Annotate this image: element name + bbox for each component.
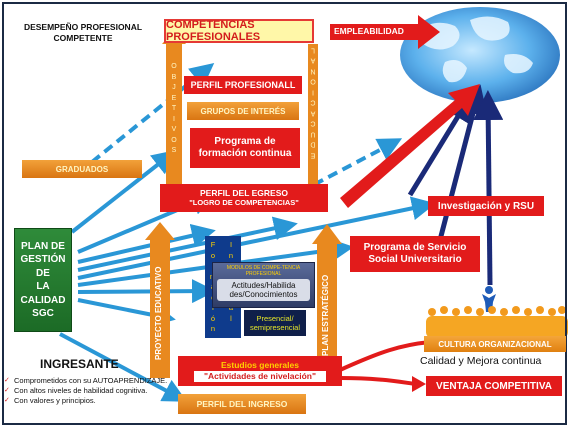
- modulos-competencia-box: MODULOS DE COMPE-TENCIA PROFESIONAL Acti…: [212, 262, 315, 308]
- formacion-letter: ó: [210, 313, 216, 323]
- calidad-mejora-label: Calidad y Mejora continua: [420, 355, 542, 367]
- estudios-generales-box: Estudios generales "Actividades de nivel…: [178, 356, 342, 386]
- educacional-arrow: [298, 44, 328, 202]
- plan-estrategico-arrow: [312, 224, 342, 380]
- objetivos-letter: J: [172, 84, 176, 91]
- cultura-organizacional-box: CULTURA ORGANIZACIONAL: [424, 336, 566, 352]
- perfil-egreso-box: PERFIL DEL EGRESO "LOGRO DE COMPETENCIAS…: [160, 184, 328, 212]
- empleabilidad-arrow: [330, 15, 440, 49]
- objetivos-letter: S: [171, 147, 177, 154]
- world-globe-icon: [400, 7, 560, 103]
- list-item: Con valores y principios.: [4, 396, 194, 406]
- graduados-box: GRADUADOS: [22, 160, 142, 178]
- investigacion-box: Investigación y RSU: [428, 196, 544, 216]
- plan-gestion-line: DE: [36, 267, 50, 279]
- integral-letter: l: [230, 313, 232, 323]
- perfil-egreso-title: PERFIL DEL EGRESO: [199, 188, 288, 198]
- integral-letter: I: [229, 240, 233, 249]
- objetivos-letter: E: [171, 94, 177, 102]
- objetivos-letter: T: [171, 105, 177, 112]
- estudios-generales-title: Estudios generales: [221, 360, 299, 370]
- educacional-letter: D: [310, 141, 316, 148]
- objetivos-letter: B: [171, 73, 177, 81]
- plan-gestion-line: PLAN DE: [21, 240, 65, 252]
- educacional-letter: A: [310, 109, 316, 117]
- servicio-social-box: Programa de Servicio Social Universitari…: [350, 236, 480, 272]
- educacional-letter: A: [310, 57, 316, 64]
- presencial-box: Presencial/ semipresencial: [244, 310, 306, 336]
- perfil-profesional-box: PERFIL PROFESIONALL: [184, 76, 302, 94]
- list-item: Comprometidos con su AUTOAPRENDIZAJE.: [4, 376, 194, 386]
- modulos-title: MODULOS DE COMPE-TENCIA PROFESIONAL: [226, 265, 301, 277]
- plan-gestion-line: SGC: [32, 308, 54, 319]
- perfil-ingreso-box: PERFIL DEL INGRESO: [178, 394, 306, 414]
- objetivos-arrow: [162, 30, 186, 184]
- objetivos-letter: O: [171, 63, 177, 70]
- plan-gestion-line: LA: [36, 281, 50, 292]
- list-item: Con altos niveles de habilidad cognitiva…: [4, 386, 194, 396]
- empleabilidad-label: EMPLEABILIDAD: [334, 26, 404, 36]
- plan-gestion-calidad-box: PLAN DE GESTIÓN DE LA CALIDAD SGC: [14, 228, 72, 332]
- proyecto-educativo-label: PROYECTO EDUCATIVO: [154, 266, 163, 361]
- formacion-letter: F: [210, 240, 216, 249]
- crowd-icon: [426, 306, 568, 338]
- perfil-egreso-subtitle: "LOGRO DE COMPETENCIAS": [189, 198, 299, 207]
- actividades-nivelacion-label: "Actividades de nivelación": [194, 371, 326, 382]
- programa-formacion-box: Programa de formación continua: [190, 128, 300, 168]
- proyecto-educativo-arrow: [145, 222, 175, 378]
- educacional-letter: C: [310, 120, 316, 127]
- ventaja-competitiva-box: VENTAJA COMPETITIVA: [426, 376, 562, 396]
- competencias-laborales-arrow: [340, 84, 480, 208]
- educacional-letter: C: [310, 99, 316, 106]
- integral-letter: n: [228, 250, 234, 260]
- plan-gestion-line: CALIDAD: [20, 294, 66, 306]
- formacion-letter: o: [210, 250, 216, 260]
- modulos-body: Actitudes/Habilida des/Conocimientos: [217, 279, 310, 301]
- ingresante-list: Comprometidos con su AUTOAPRENDIZAJE. Co…: [4, 376, 194, 406]
- educacional-letter: O: [310, 78, 316, 85]
- objetivos-letter: O: [171, 136, 177, 144]
- competencias-profesionales-box: COMPETENCIAS PROFESIONALES: [164, 19, 314, 43]
- page-title: DESEMPEÑO PROFESIONAL COMPETENTE: [23, 22, 143, 43]
- objetivos-letter: I: [173, 115, 175, 123]
- formacion-letter: n: [210, 324, 216, 333]
- objetivos-letter: V: [171, 126, 177, 133]
- educacional-letter: U: [310, 130, 316, 138]
- person-icon: [482, 286, 496, 312]
- educacional-letter: N: [310, 67, 316, 75]
- educacional-letter: I: [312, 88, 314, 96]
- plan-gestion-line: GESTIÓN: [20, 254, 66, 265]
- plan-estrategico-label: PLAN ESTRATÉGICO: [321, 274, 330, 356]
- grupos-interes-box: GRUPOS DE INTERÉS: [187, 102, 299, 120]
- educacional-letter: E: [310, 151, 316, 159]
- ingresante-title: INGRESANTE: [40, 357, 119, 371]
- educacional-letter: L: [311, 46, 315, 54]
